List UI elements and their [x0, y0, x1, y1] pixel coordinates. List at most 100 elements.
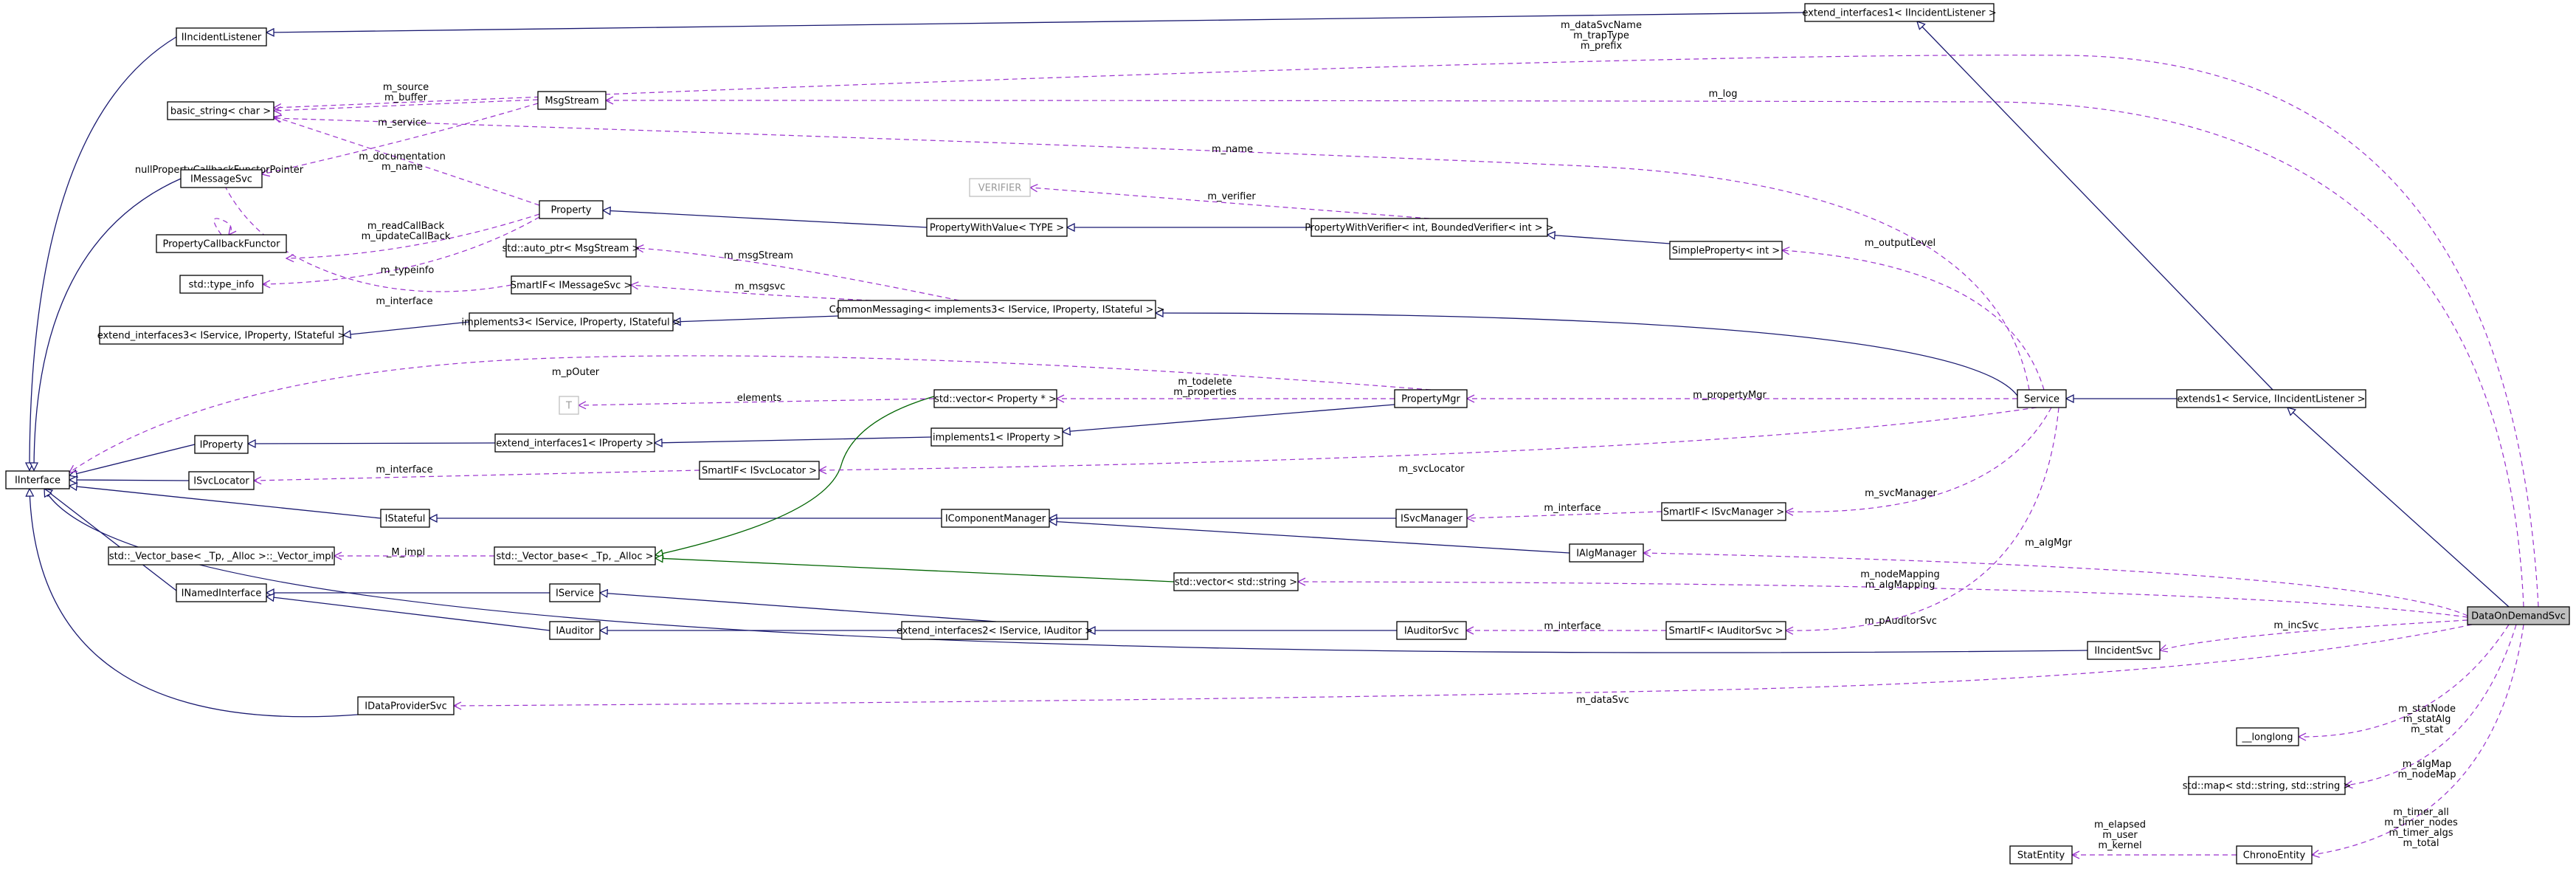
class-node-vector-property-ptr[interactable]: std::vector< Property * >	[933, 389, 1057, 408]
edge-label-interface2: m_interface	[376, 464, 432, 475]
class-node-icomponent-manager[interactable]: IComponentManager	[941, 509, 1050, 528]
class-node-box	[179, 275, 263, 294]
class-node-implements1-iproperty[interactable]: implements1< IProperty >	[930, 427, 1063, 447]
class-node-smart-if-isvc-manager[interactable]: SmartIF< ISvcManager >	[1661, 502, 1786, 521]
class-node-box	[2236, 727, 2299, 746]
class-node-extends1[interactable]: extends1< Service, IIncidentListener >	[2176, 389, 2366, 408]
edge-label-line: m_pAuditorSvc	[1865, 616, 1937, 627]
class-node-label: IInterface	[15, 475, 61, 487]
class-node-idata-provider-svc[interactable]: IDataProviderSvc	[357, 696, 455, 715]
class-node-property-callback-functor[interactable]: PropertyCallbackFunctor	[156, 234, 287, 253]
class-node-stat-entity[interactable]: StatEntity	[2009, 845, 2073, 864]
class-node-property-mgr[interactable]: PropertyMgr	[1394, 389, 1468, 408]
class-node-std-type-info[interactable]: std::type_info	[179, 275, 263, 294]
class-node-isvc-manager[interactable]: ISvcManager	[1395, 509, 1468, 528]
edge-label-line: elements	[737, 393, 782, 404]
edge-label-property-mgr: m_propertyMgr	[1693, 390, 1767, 401]
class-node-inamed-interface[interactable]: INamedInterface	[176, 583, 267, 602]
edge-usage-inc-svc	[2160, 619, 2468, 650]
class-node-box	[1669, 241, 1783, 260]
edge-usage-stat-node	[2299, 624, 2510, 737]
class-node-iinterface[interactable]: IInterface	[5, 470, 70, 489]
class-node-smart-if-iauditor-svc[interactable]: SmartIF< IAuditorSvc >	[1665, 621, 1786, 640]
edge-label-line: m_user	[2102, 830, 2138, 841]
class-node-implements3[interactable]: implements3< IService, IProperty, IState…	[461, 312, 681, 331]
edge-label-line: m_todelete	[1178, 377, 1232, 388]
class-node-simple-property-int[interactable]: SimpleProperty< int >	[1669, 241, 1783, 260]
class-node-label: IProperty	[200, 440, 244, 451]
class-node-box	[156, 234, 287, 253]
class-node-label: ISvcLocator	[193, 476, 249, 487]
class-node-iincident-svc[interactable]: IIncidentSvc	[2087, 641, 2161, 660]
class-node-extend-interfaces2[interactable]: extend_interfaces2< IService, IAuditor >	[897, 621, 1093, 640]
class-node-extend-interfaces1-iincident-listener[interactable]: extend_interfaces1< IIncidentListener >	[1802, 3, 1997, 22]
class-node-istateful[interactable]: IStateful	[380, 509, 430, 528]
class-node-box	[1173, 572, 1299, 591]
class-node-verifier[interactable]: VERIFIER	[969, 178, 1031, 197]
edge-label-line: m_statAlg	[2403, 714, 2451, 725]
class-node-extend-interfaces1-iproperty[interactable]: extend_interfaces1< IProperty >	[494, 433, 655, 453]
class-node-smart-if-imessage-svc[interactable]: SmartIF< IMessageSvc >	[511, 275, 632, 295]
class-node-vector-base[interactable]: std::_Vector_base< _Tp, _Alloc >	[494, 546, 656, 566]
class-node-chrono-entity[interactable]: ChronoEntity	[2236, 845, 2313, 864]
class-node-imessage-svc[interactable]: IMessageSvc	[180, 169, 263, 188]
class-node-label: std::_Vector_base< _Tp, _Alloc >::_Vecto…	[109, 551, 334, 563]
edge-label-line: _M_impl	[386, 547, 425, 558]
edge-inherit-extend-interfaces1-iincident-listener-to-iincident-listener	[266, 12, 1806, 32]
class-node-smart-if-isvc-locator[interactable]: SmartIF< ISvcLocator >	[699, 461, 820, 480]
edge-usage-msgsvc	[631, 285, 871, 301]
class-node-property-with-value[interactable]: PropertyWithValue< TYPE >	[926, 218, 1068, 237]
class-node-t[interactable]: T	[559, 396, 579, 415]
class-node-box	[1311, 218, 1548, 237]
class-node-property[interactable]: Property	[539, 200, 604, 219]
class-node-iauditor[interactable]: IAuditor	[549, 621, 601, 640]
edge-template-vector-string-to-vector-base	[655, 558, 1175, 582]
class-node-isvc-locator[interactable]: ISvcLocator	[188, 471, 255, 490]
edge-inherit-extend-interfaces2-to-iservice	[600, 593, 997, 622]
class-node-box	[926, 218, 1068, 237]
class-node-box	[1394, 389, 1468, 408]
class-node-label: basic_string< char >	[170, 106, 271, 117]
class-node-auto-ptr-msg-stream[interactable]: std::auto_ptr< MsgStream >	[503, 238, 640, 258]
class-node-ialg-manager[interactable]: IAlgManager	[1569, 543, 1644, 563]
class-node-common-messaging[interactable]: CommonMessaging< implements3< IService, …	[829, 300, 1165, 319]
class-node-box	[494, 546, 656, 566]
class-node-box	[2176, 389, 2366, 408]
class-node-basic-string-char[interactable]: basic_string< char >	[167, 101, 274, 120]
edge-usage-data-svc-name	[274, 55, 2539, 608]
class-node-label: T	[565, 401, 572, 412]
edge-usage-p-auditor-svc	[1786, 407, 2059, 630]
class-node-box	[2188, 776, 2346, 795]
class-node-iproperty[interactable]: IProperty	[194, 435, 249, 454]
class-node-iincident-listener[interactable]: IIncidentListener	[176, 27, 267, 47]
edge-label-verifier: m_verifier	[1207, 191, 1256, 202]
edge-usage-svc-manager	[1786, 407, 2052, 512]
class-node-longlong[interactable]: __longlong	[2236, 727, 2299, 746]
class-node-data-on-demand-svc[interactable]: DataOnDemandSvc	[2467, 606, 2570, 625]
class-node-label: VERIFIER	[978, 183, 1022, 194]
class-node-iservice[interactable]: IService	[549, 583, 601, 602]
class-node-msg-stream[interactable]: MsgStream	[537, 91, 607, 110]
class-node-property-with-verifier[interactable]: PropertyWithVerifier< int, BoundedVerifi…	[1305, 218, 1554, 237]
edge-inherit-imessage-svc-to-iinterface	[34, 178, 182, 470]
class-node-vector-string[interactable]: std::vector< std::string >	[1173, 572, 1299, 591]
class-node-vector-impl[interactable]: std::_Vector_base< _Tp, _Alloc >::_Vecto…	[108, 546, 335, 566]
class-node-box	[930, 427, 1063, 447]
edge-usage-output-level	[1782, 250, 2045, 391]
class-node-extend-interfaces3[interactable]: extend_interfaces3< IService, IProperty,…	[97, 326, 346, 345]
class-node-service[interactable]: Service	[2017, 389, 2067, 408]
class-node-iauditor-svc[interactable]: IAuditorSvc	[1396, 621, 1467, 640]
class-node-box	[2467, 606, 2570, 625]
class-node-map-string-string[interactable]: std::map< std::string, std::string >	[2183, 776, 2351, 795]
edge-inherit-idata-provider-svc-to-iinterface	[30, 489, 359, 718]
edge-usage-service	[262, 103, 539, 174]
edge-label-line: m_service	[378, 117, 427, 128]
edge-label-p-outer: m_pOuter	[552, 367, 600, 378]
edge-label-line: m_outputLevel	[1865, 238, 1936, 249]
class-node-box	[180, 169, 263, 188]
edge-inherit-implements1-to-extend-interfaces1-iproperty	[655, 436, 932, 443]
edge-label-line: m_prefix	[1581, 41, 1623, 52]
